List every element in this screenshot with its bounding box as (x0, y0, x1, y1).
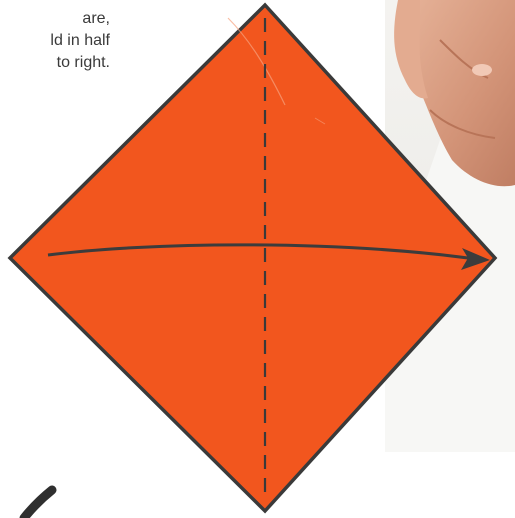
fingernail (472, 64, 492, 76)
corner-swoosh (24, 490, 52, 518)
instruction-text: are, ld in half to right. (0, 8, 110, 74)
instruction-line-3: to right. (0, 52, 110, 74)
instruction-line-1: are, (0, 8, 110, 30)
instruction-line-2: ld in half (0, 30, 110, 52)
